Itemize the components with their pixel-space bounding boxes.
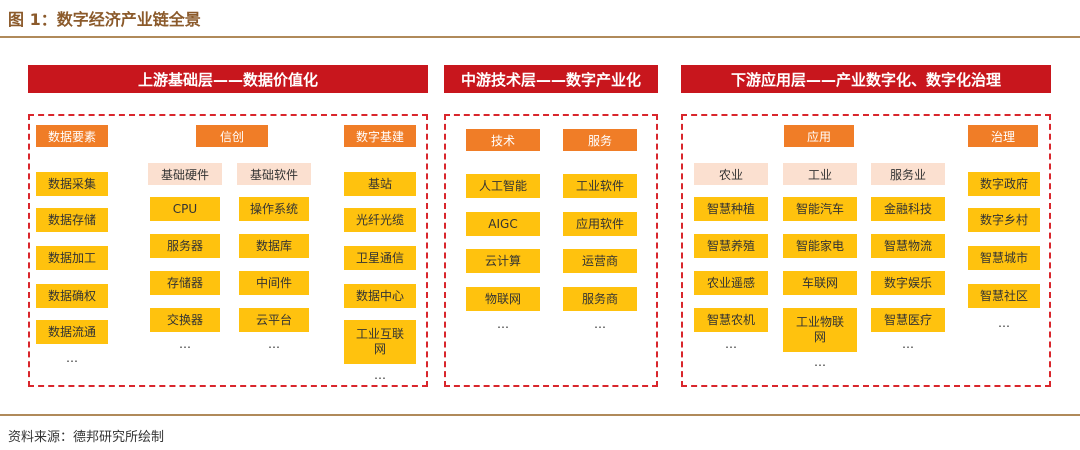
tech-item: 云计算 — [466, 249, 540, 273]
application-header: 应用 — [784, 125, 854, 147]
services-item: 智慧物流 — [871, 234, 945, 258]
service-item: 应用软件 — [563, 212, 637, 236]
governance-header: 治理 — [968, 125, 1038, 147]
service-item: 工业软件 — [563, 174, 637, 198]
ellipsis: … — [66, 351, 78, 365]
industry-item: 车联网 — [783, 271, 857, 295]
hardware-item: 存储器 — [150, 271, 220, 295]
hardware-item: CPU — [150, 197, 220, 221]
figure-title: 图 1：数字经济产业链全景 — [8, 10, 201, 29]
digital-infra-item: 基站 — [344, 172, 416, 196]
agriculture-item: 智慧农机 — [694, 308, 768, 332]
digital-infra-header: 数字基建 — [344, 125, 416, 147]
services-item: 金融科技 — [871, 197, 945, 221]
agriculture-item: 智慧养殖 — [694, 234, 768, 258]
governance-item: 智慧社区 — [968, 284, 1040, 308]
industry-label: 工业 — [783, 163, 857, 185]
midstream-banner: 中游技术层——数字产业化 — [444, 65, 658, 93]
data-elements-header: 数据要素 — [36, 125, 108, 147]
service-header: 服务 — [563, 129, 637, 151]
basic-software-label: 基础软件 — [237, 163, 311, 185]
services-label: 服务业 — [871, 163, 945, 185]
ellipsis: … — [497, 317, 509, 331]
agriculture-item: 智慧种植 — [694, 197, 768, 221]
tech-item: 物联网 — [466, 287, 540, 311]
tech-header: 技术 — [466, 129, 540, 151]
agriculture-item: 农业遥感 — [694, 271, 768, 295]
downstream-banner: 下游应用层——产业数字化、数字化治理 — [681, 65, 1051, 93]
services-item: 智慧医疗 — [871, 308, 945, 332]
ellipsis: … — [814, 355, 826, 369]
upstream-banner: 上游基础层——数据价值化 — [28, 65, 428, 93]
industry-item: 智能家电 — [783, 234, 857, 258]
services-item: 数字娱乐 — [871, 271, 945, 295]
service-item: 服务商 — [563, 287, 637, 311]
ellipsis: … — [179, 337, 191, 351]
midstream-box — [444, 114, 658, 387]
tech-item: AIGC — [466, 212, 540, 236]
ellipsis: … — [998, 316, 1010, 330]
software-item: 操作系统 — [239, 197, 309, 221]
governance-item: 智慧城市 — [968, 246, 1040, 270]
source-note: 资料来源：德邦研究所绘制 — [8, 430, 165, 445]
top-rule — [0, 36, 1080, 38]
software-item: 数据库 — [239, 234, 309, 258]
data-elements-item: 数据流通 — [36, 320, 108, 344]
data-elements-item: 数据确权 — [36, 284, 108, 308]
ellipsis: … — [902, 337, 914, 351]
upstream-box — [28, 114, 428, 387]
xinchuang-header: 信创 — [196, 125, 268, 147]
digital-infra-item: 卫星通信 — [344, 246, 416, 270]
tech-item: 人工智能 — [466, 174, 540, 198]
downstream-box — [681, 114, 1051, 387]
governance-item: 数字乡村 — [968, 208, 1040, 232]
hardware-item: 交换器 — [150, 308, 220, 332]
digital-infra-item: 数据中心 — [344, 284, 416, 308]
agriculture-label: 农业 — [694, 163, 768, 185]
service-item: 运营商 — [563, 249, 637, 273]
ellipsis: … — [725, 337, 737, 351]
ellipsis: … — [268, 337, 280, 351]
digital-infra-item: 光纤光缆 — [344, 208, 416, 232]
bottom-rule — [0, 414, 1080, 416]
hardware-item: 服务器 — [150, 234, 220, 258]
data-elements-item: 数据存储 — [36, 208, 108, 232]
ellipsis: … — [594, 317, 606, 331]
software-item: 中间件 — [239, 271, 309, 295]
data-elements-item: 数据采集 — [36, 172, 108, 196]
governance-item: 数字政府 — [968, 172, 1040, 196]
industry-item: 智能汽车 — [783, 197, 857, 221]
digital-infra-item: 工业互联网 — [344, 320, 416, 364]
data-elements-item: 数据加工 — [36, 246, 108, 270]
industry-item: 工业物联网 — [783, 308, 857, 352]
ellipsis: … — [374, 368, 386, 382]
basic-hardware-label: 基础硬件 — [148, 163, 222, 185]
software-item: 云平台 — [239, 308, 309, 332]
